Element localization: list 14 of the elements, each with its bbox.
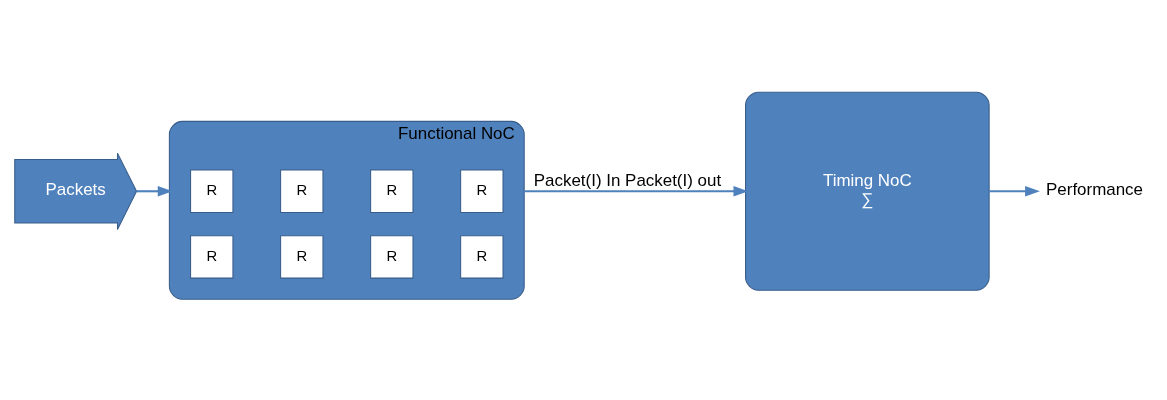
node-box: R [280,235,324,279]
edge-label: Packet(I) In Packet(I) out [533,170,722,190]
arrow [524,186,749,197]
node-box: R [460,235,504,279]
node-box: R [280,169,324,213]
node-box: R [190,235,234,279]
arrow [989,186,1040,197]
arrow [136,186,173,197]
node-box: R [190,169,234,213]
node-text: Performance [1046,180,1143,200]
node-box: R [370,235,414,279]
node-box: R [370,169,414,213]
node-box: Timing NoC ∑ [745,91,990,291]
node-box: R [460,169,504,213]
